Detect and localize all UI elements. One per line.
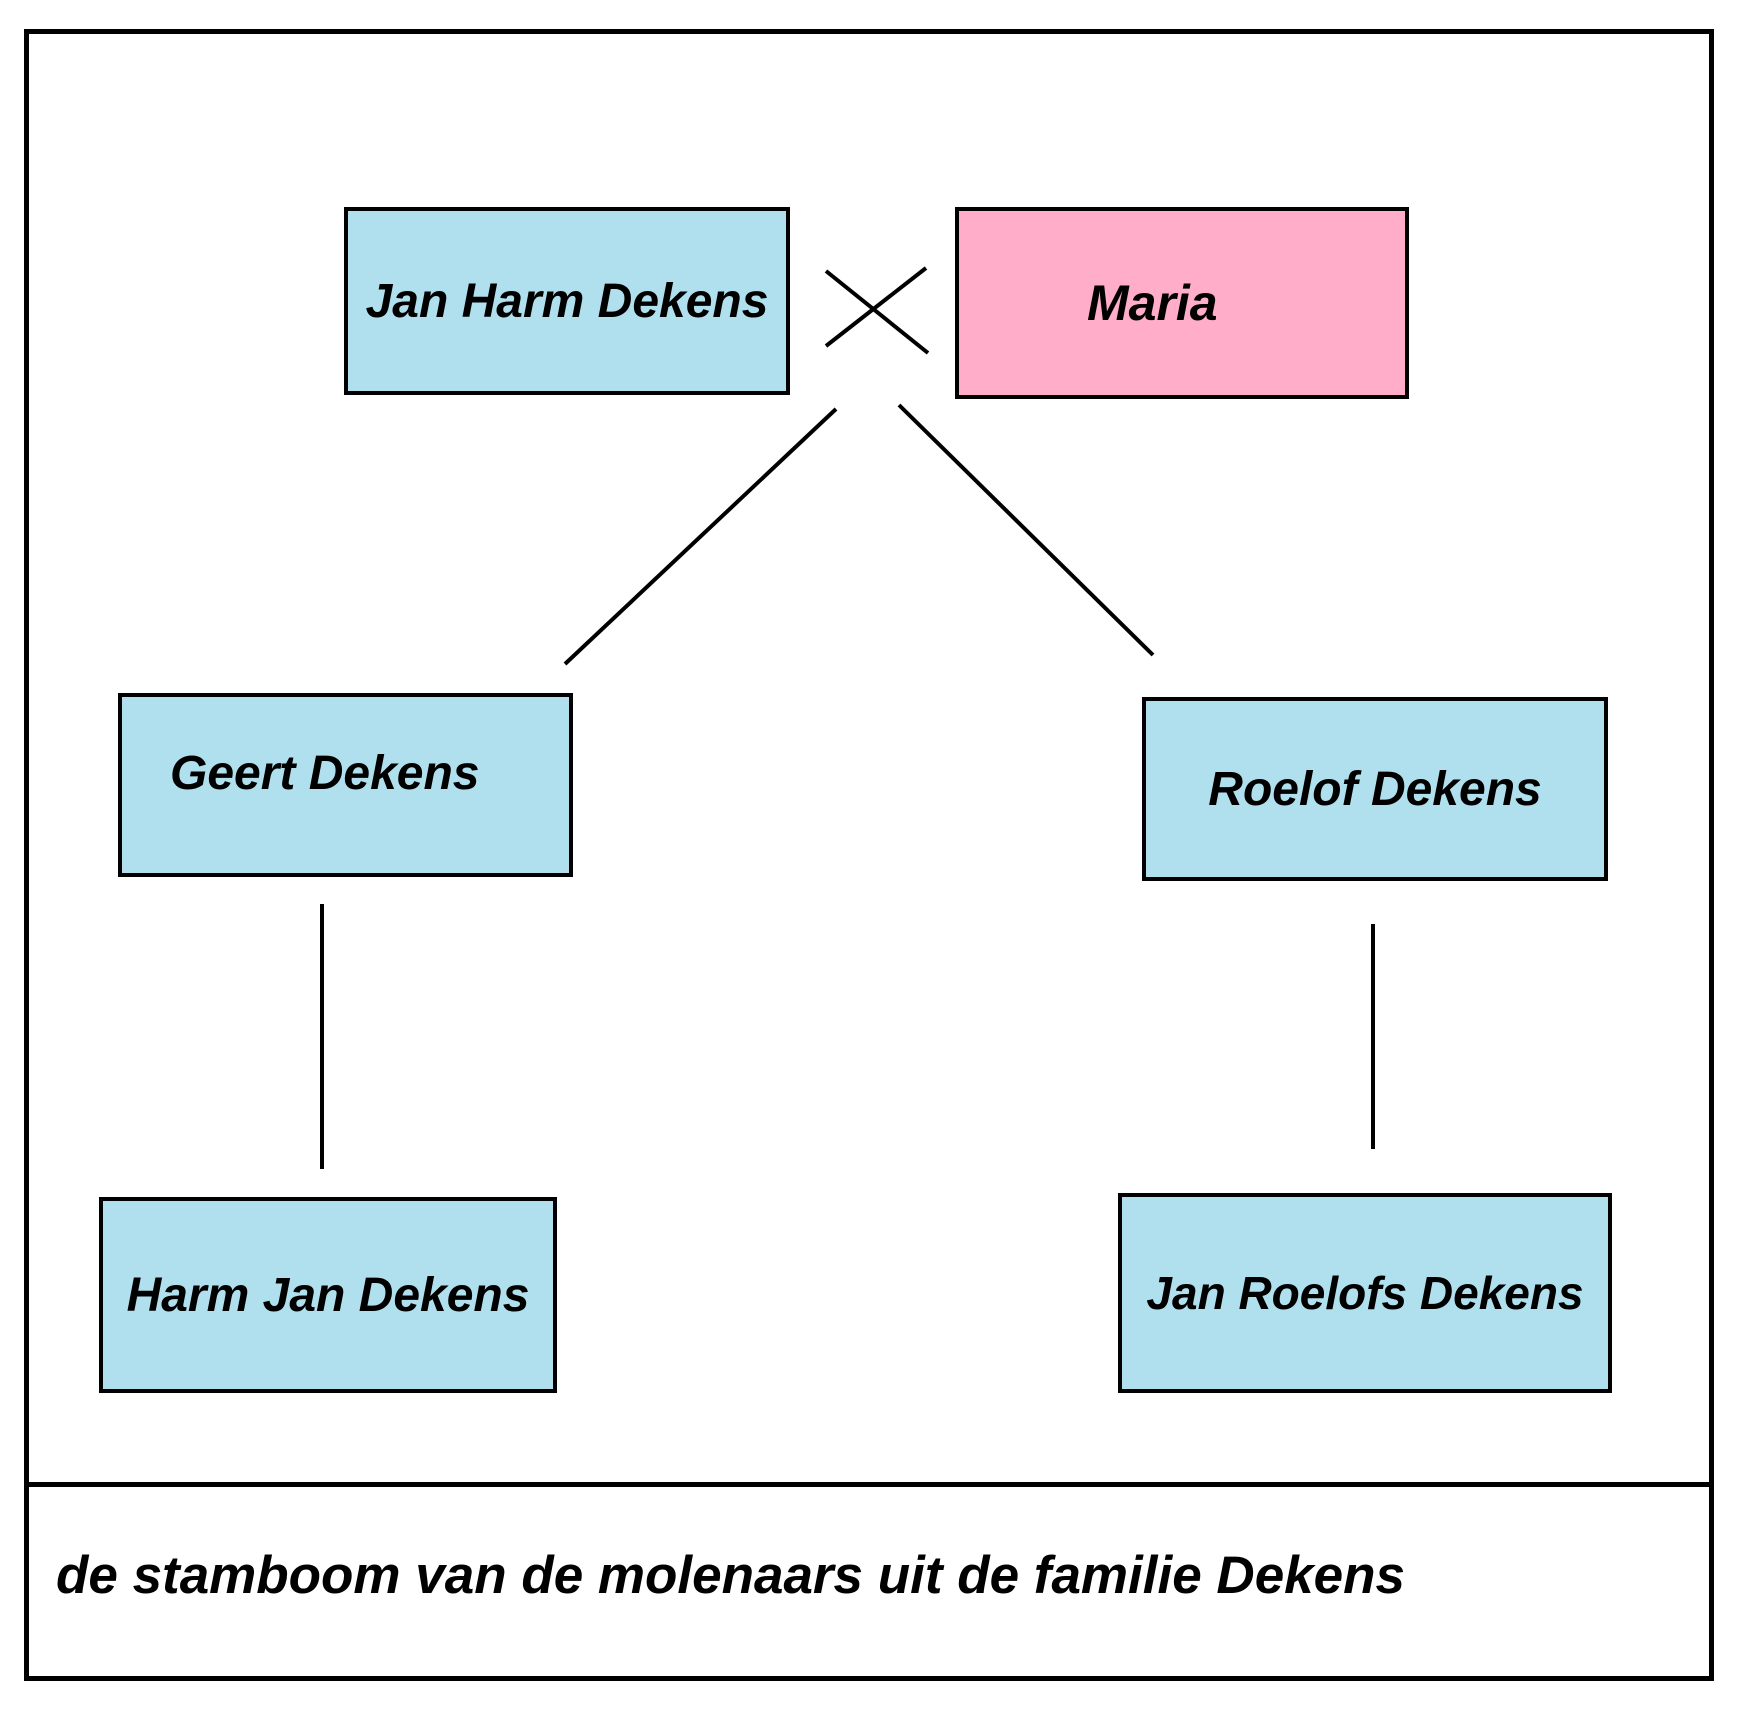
person-name-geert: Geert Dekens [170,747,480,800]
diagram-frame [24,29,1714,1681]
connector-to-geert [563,407,838,666]
person-name-harm-jan: Harm Jan Dekens [126,1268,530,1322]
person-box-mother: Maria [955,207,1409,399]
person-name-father: Jan Harm Dekens [365,274,769,328]
person-box-jan-roelofs: Jan Roelofs Dekens [1118,1193,1612,1393]
person-box-harm-jan: Harm Jan Dekens [99,1197,557,1393]
person-name-jan-roelofs: Jan Roelofs Dekens [1146,1267,1584,1319]
diagram-caption: de stamboom van de molenaars uit de fami… [56,1546,1405,1605]
person-name-roelof: Roelof Dekens [1208,762,1542,816]
caption-divider [24,1482,1714,1487]
person-box-roelof: Roelof Dekens [1142,697,1608,881]
person-box-geert: Geert Dekens [118,693,573,877]
marriage-cross-line-2 [824,266,928,348]
person-name-mother: Maria [1087,275,1218,331]
connector-to-roelof [897,403,1155,657]
marriage-cross-line-1 [824,269,930,355]
person-box-father: Jan Harm Dekens [344,207,790,395]
